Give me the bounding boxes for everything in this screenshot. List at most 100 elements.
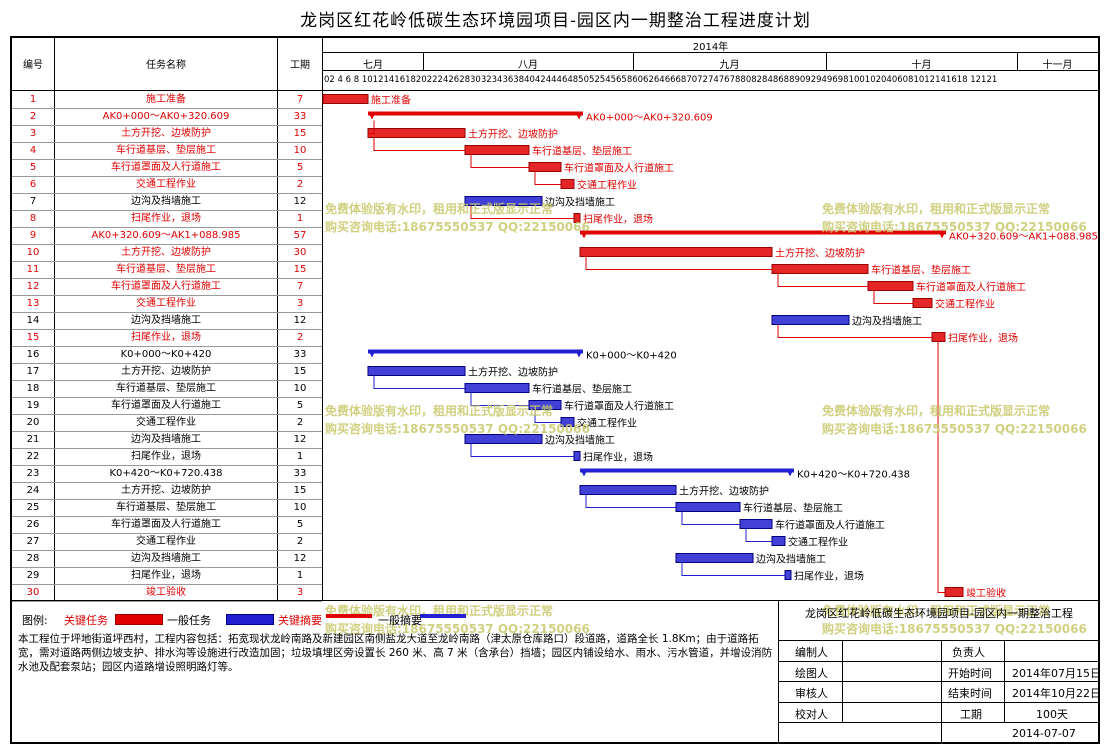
task-no: 15: [26, 332, 40, 343]
task-duration: 5: [296, 400, 304, 411]
legend-critical-swatch: [115, 614, 163, 625]
task-no: 5: [29, 162, 37, 173]
task-duration: 30: [293, 247, 307, 258]
task-duration: 33: [293, 111, 307, 122]
signoff-start-label: 开始时间: [948, 667, 992, 680]
signoff-owner-label: 负责人: [952, 646, 985, 659]
task-duration: 2: [296, 179, 304, 190]
header-duration: 工期: [290, 60, 310, 71]
legend-critical-summary-swatch: [326, 614, 372, 618]
row-divider: [12, 533, 322, 534]
row-divider: [12, 176, 322, 177]
legend-normal-swatch: [226, 614, 274, 625]
signoff-duration-label: 工期: [960, 708, 982, 721]
task-duration: 7: [296, 281, 304, 292]
row-divider: [12, 482, 322, 483]
row-divider: [12, 567, 322, 568]
task-duration: 12: [293, 315, 307, 326]
task-name: 土方开挖、边坡防护: [121, 247, 211, 258]
task-duration: 3: [296, 587, 304, 598]
task-name: 交通工程作业: [136, 298, 196, 309]
task-no: 12: [26, 281, 40, 292]
row-divider: [12, 601, 322, 602]
task-no: 16: [26, 349, 40, 360]
task-duration: 57: [293, 230, 307, 241]
row-divider: [12, 414, 322, 415]
month-label: 九月: [719, 60, 740, 71]
legend-prefix: 图例:: [22, 614, 48, 627]
signoff-editor-label: 编制人: [795, 646, 828, 659]
row-divider: [12, 516, 322, 517]
task-name: 车行道罩面及人行道施工: [111, 162, 221, 173]
task-duration: 1: [296, 451, 304, 462]
watermark-6b: 购买咨询电话:18675550537 QQ:22150066: [822, 622, 1087, 636]
task-name: AK0+000～AK0+320.609: [102, 111, 230, 122]
task-no: 23: [26, 468, 40, 479]
task-no: 4: [29, 145, 37, 156]
watermark-6a: 免费体验版有水印，租用和正式版显示正常: [822, 604, 1051, 618]
task-name: 边沟及挡墙施工: [131, 553, 201, 564]
header-task: 任务名称: [146, 60, 186, 71]
task-name: 车行道基层、垫层施工: [116, 145, 216, 156]
task-name: 土方开挖、边坡防护: [121, 485, 211, 496]
task-duration: 15: [293, 485, 307, 496]
row-divider: [12, 312, 322, 313]
header-no: 编号: [23, 60, 43, 71]
watermark-1b: 购买咨询电话:18675550537 QQ:22150066: [325, 220, 590, 234]
task-no: 29: [26, 570, 40, 581]
task-no: 22: [26, 451, 40, 462]
day-ticks: 02 4 6 8 1012141618202224262830323436384…: [324, 75, 998, 85]
row-divider: [12, 244, 322, 245]
watermark-4b: 购买咨询电话:18675550537 QQ:22150066: [822, 422, 1087, 436]
task-duration: 15: [293, 128, 307, 139]
task-no: 30: [26, 587, 40, 598]
task-name: 车行道基层、垫层施工: [116, 383, 216, 394]
row-divider: [12, 363, 322, 364]
task-no: 25: [26, 502, 40, 513]
task-duration: 1: [296, 213, 304, 224]
watermark-3b: 购买咨询电话:18675550537 QQ:22150066: [325, 422, 590, 436]
signoff-end-label: 结束时间: [948, 687, 992, 700]
watermark-4a: 免费体验版有水印，租用和正式版显示正常: [822, 404, 1051, 418]
task-duration: 33: [293, 468, 307, 479]
row-divider: [12, 397, 322, 398]
task-duration: 5: [296, 162, 304, 173]
task-name: 交通工程作业: [136, 536, 196, 547]
row-divider: [12, 210, 322, 211]
task-no: 14: [26, 315, 40, 326]
task-name: 土方开挖、边坡防护: [121, 128, 211, 139]
legend-summary-label: 一般摘要: [378, 614, 422, 627]
task-name: 扫尾作业，退场: [131, 451, 201, 462]
task-duration: 33: [293, 349, 307, 360]
watermark-3a: 免费体验版有水印，租用和正式版显示正常: [325, 404, 554, 418]
legend-critical-label: 关键任务: [64, 614, 108, 627]
task-no: 28: [26, 553, 40, 564]
task-name: 边沟及挡墙施工: [131, 196, 201, 207]
month-label: 十月: [911, 60, 932, 71]
task-name: 车行道罩面及人行道施工: [111, 400, 221, 411]
task-duration: 5: [296, 519, 304, 530]
task-duration: 12: [293, 553, 307, 564]
task-name: 扫尾作业，退场: [131, 213, 201, 224]
task-no: 11: [26, 264, 40, 275]
signoff-start-value: 2014年07月15日: [1012, 667, 1101, 680]
task-name: 竣工验收: [146, 587, 186, 598]
legend-summary-swatch: [420, 614, 466, 618]
signoff-checker-label: 校对人: [795, 708, 828, 721]
row-divider: [12, 448, 322, 449]
signoff-reviewer-label: 审核人: [795, 687, 828, 700]
task-duration: 1: [296, 570, 304, 581]
watermark-2b: 购买咨询电话:18675550537 QQ:22150066: [822, 220, 1087, 234]
task-no: 8: [29, 213, 37, 224]
task-name: 车行道罩面及人行道施工: [111, 281, 221, 292]
task-duration: 15: [293, 366, 307, 377]
task-no: 1: [29, 94, 37, 105]
task-no: 7: [29, 196, 37, 207]
task-no: 19: [26, 400, 40, 411]
signoff-date: 2014-07-07: [1012, 727, 1076, 740]
row-divider: [12, 193, 322, 194]
task-name: 土方开挖、边坡防护: [121, 366, 211, 377]
task-no: 27: [26, 536, 40, 547]
row-divider: [12, 380, 322, 381]
row-divider: [12, 346, 322, 347]
